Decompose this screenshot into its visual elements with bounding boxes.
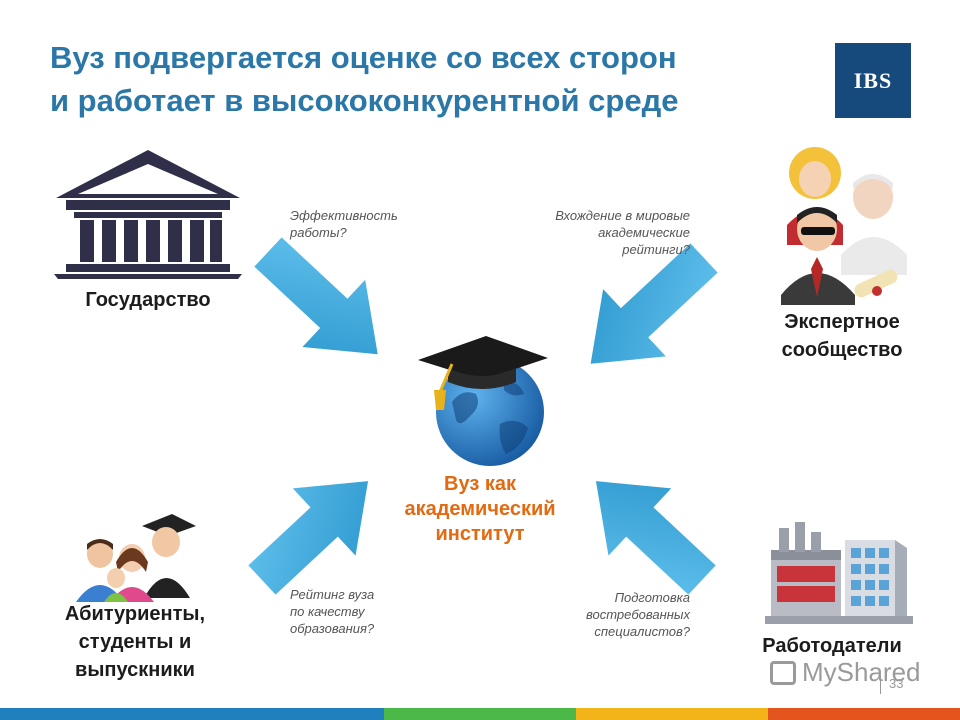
center-label: Вуз как академический институт: [380, 472, 580, 547]
question-experts-line-3: рейтинги?: [622, 242, 690, 257]
label-students-line-1: Абитуриенты,: [64, 603, 206, 625]
question-government-line-2: работы?: [290, 225, 347, 240]
question-students-line-2: по качеству: [290, 604, 365, 619]
bottom-bar-yellow: [576, 708, 768, 720]
bottom-bar-green: [384, 708, 576, 720]
arrow-government: [254, 237, 378, 355]
factory-office-icon: [765, 522, 913, 624]
family-graduate-icon: [76, 514, 196, 602]
question-employers-line-1: Подготовка: [614, 590, 690, 605]
label-government: Государство: [85, 289, 211, 311]
question-students-line-1: Рейтинг вуза: [290, 587, 375, 602]
label-students: Абитуриенты, студенты и выпускники: [40, 600, 230, 684]
title-line-2: и работает в высококонкурентной среде: [50, 83, 679, 118]
label-experts-line-1: Экспертное: [784, 311, 900, 333]
label-experts-line-2: сообщество: [781, 339, 903, 361]
question-experts: Вхождение в мировые академические рейтин…: [490, 207, 690, 258]
arrow-experts: [590, 243, 718, 364]
bottom-bar-red: [768, 708, 960, 720]
watermark-icon: [770, 660, 796, 685]
label-employers: Работодатели: [762, 635, 902, 657]
question-experts-line-2: академические: [598, 225, 690, 240]
title-line-1: Вуз подвергается оценке со всех сторон: [50, 40, 677, 75]
question-employers-line-3: специалистов?: [594, 624, 690, 639]
center-label-line-3: институт: [435, 523, 525, 545]
bottom-color-bar: [0, 708, 960, 720]
question-government: Эффективность работы?: [290, 207, 398, 241]
label-students-line-3: выпускники: [75, 659, 195, 681]
question-experts-line-1: Вхождение в мировые: [555, 208, 690, 223]
ibs-logo: IBS: [835, 43, 911, 118]
watermark-text: MyShared: [802, 657, 921, 687]
arrow-students: [248, 481, 369, 595]
question-employers-line-2: востребованных: [585, 607, 690, 622]
center-label-line-2: академический: [404, 498, 556, 520]
globe-graduation-cap-icon: [418, 336, 548, 466]
center-label-line-1: Вуз как: [444, 473, 516, 495]
expert-group-icon: [781, 147, 907, 305]
question-students-line-3: образования?: [290, 621, 375, 636]
page-number: 33: [880, 676, 903, 694]
label-experts: Экспертное сообщество: [752, 308, 932, 364]
question-students: Рейтинг вуза по качеству образования?: [290, 586, 374, 637]
question-employers: Подготовка востребованных специалистов?: [490, 589, 690, 640]
label-students-line-2: студенты и: [78, 631, 192, 653]
bottom-bar-blue: [0, 708, 384, 720]
watermark: MyShared: [770, 657, 921, 688]
classical-building-icon: [54, 150, 242, 279]
slide-title: Вуз подвергается оценке со всех сторон и…: [50, 36, 810, 122]
arrow-employers: [595, 481, 716, 595]
question-government-line-1: Эффективность: [290, 208, 398, 223]
